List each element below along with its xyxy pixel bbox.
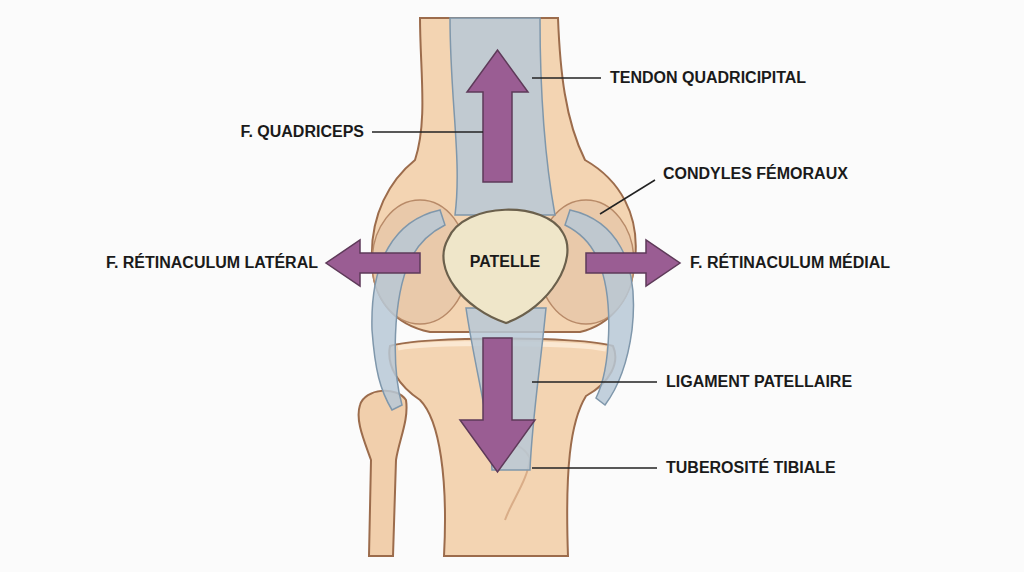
part-label: F. RÉTINACULUM LATÉRAL <box>106 253 318 273</box>
force-arrow <box>326 240 420 286</box>
medial-retinaculum <box>565 210 633 405</box>
force-arrow <box>460 338 535 472</box>
part-label: CONDYLES FÉMORAUX <box>663 164 848 184</box>
part-label: F. QUADRICEPS <box>240 122 364 142</box>
leader-line <box>372 131 483 133</box>
leader-line <box>600 180 655 214</box>
tibia <box>389 339 615 557</box>
force-arrow <box>467 50 528 182</box>
part-label: LIGAMENT PATELLAIRE <box>666 372 852 392</box>
force-arrow <box>586 240 680 286</box>
leader-line <box>532 381 657 383</box>
patella-outline <box>443 210 567 323</box>
lateral-retinaculum <box>372 210 445 410</box>
part-label: TUBEROSITÉ TIBIALE <box>666 458 836 478</box>
part-label: F. RÉTINACULUM MÉDIAL <box>690 253 890 273</box>
bone-shape: PATELLE <box>430 197 580 327</box>
node-label: PATELLE <box>470 252 541 272</box>
quadriceps-tendon <box>450 18 555 215</box>
leader-line <box>532 467 657 469</box>
fibula <box>359 391 407 556</box>
femur <box>372 18 636 332</box>
leader-line <box>532 77 601 79</box>
part-label: TENDON QUADRICIPITAL <box>610 68 806 88</box>
